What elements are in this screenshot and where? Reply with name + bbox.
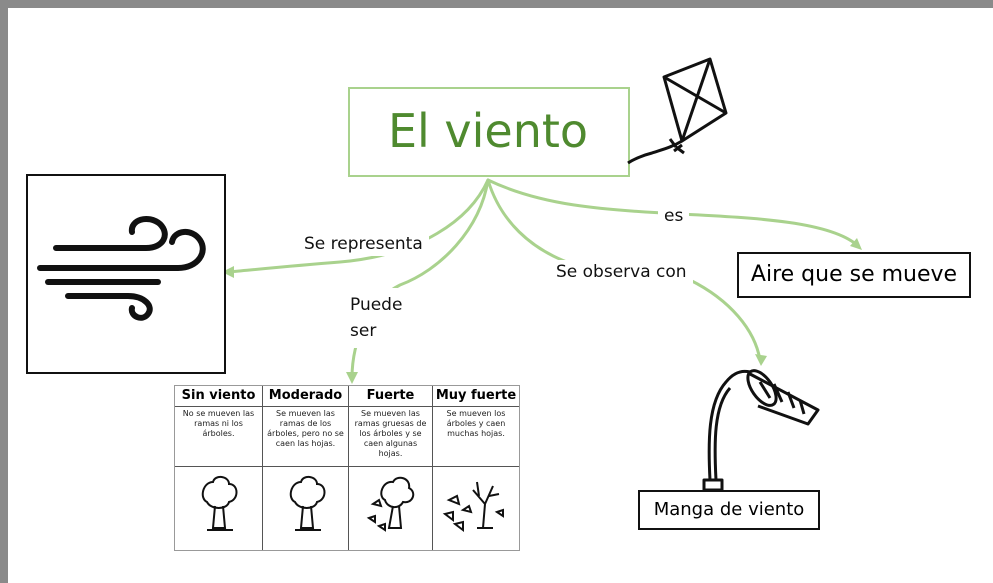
tree-calm-icon bbox=[201, 476, 238, 531]
arrowhead-table bbox=[346, 372, 358, 384]
tree-strong-icon bbox=[366, 476, 415, 532]
table-column: Muy fuerte Se mueven los árboles y caen … bbox=[433, 386, 519, 550]
column-header: Sin viento bbox=[175, 386, 262, 407]
table-column: Fuerte Se mueven las ramas gruesas de lo… bbox=[349, 386, 433, 550]
arrowhead-definicion bbox=[850, 238, 862, 250]
connector-to-observa bbox=[486, 178, 577, 267]
arrowhead-manga bbox=[755, 354, 767, 366]
link-label-puede-ser: Puede ser bbox=[344, 288, 434, 348]
column-header: Fuerte bbox=[349, 386, 432, 407]
connector-observa-to-manga bbox=[688, 278, 762, 362]
connector-to-wind-symbol bbox=[226, 178, 490, 274]
link-label-observa: Se observa con bbox=[550, 260, 693, 284]
definition-text: Aire que se mueve bbox=[750, 262, 958, 287]
windsock-label-box: Manga de viento bbox=[638, 490, 820, 530]
column-desc: No se mueven las ramas ni los árboles. bbox=[182, 409, 255, 438]
page-title: El viento bbox=[387, 104, 589, 158]
table-column: Moderado Se mueven las ramas de los árbo… bbox=[263, 386, 349, 550]
link-label-es: es bbox=[658, 204, 690, 228]
definition-box: Aire que se mueve bbox=[737, 252, 971, 298]
wind-intensity-table: Sin viento No se mueven las ramas ni los… bbox=[174, 385, 520, 551]
column-desc: Se mueven las ramas de los árboles, pero… bbox=[267, 409, 344, 448]
windsock-label: Manga de viento bbox=[653, 499, 805, 520]
tree-very-strong-icon bbox=[442, 481, 504, 532]
arrowhead-wind bbox=[222, 266, 234, 278]
column-desc: Se mueven los árboles y caen muchas hoja… bbox=[446, 409, 506, 438]
column-header: Muy fuerte bbox=[433, 386, 519, 407]
tree-moderate-icon bbox=[289, 476, 326, 531]
link-label-representa: Se representa bbox=[298, 232, 429, 256]
link-label-puede-ser-text: Puede ser bbox=[350, 295, 403, 341]
table-column: Sin viento No se mueven las ramas ni los… bbox=[175, 386, 263, 550]
table-divider bbox=[175, 466, 519, 467]
tree-row bbox=[201, 476, 504, 532]
column-header: Moderado bbox=[263, 386, 348, 407]
kite-icon bbox=[627, 57, 728, 165]
wind-symbol-card bbox=[26, 174, 226, 374]
title-box bbox=[348, 87, 630, 177]
wind-symbol-icon bbox=[37, 215, 206, 321]
windsock-icon bbox=[702, 369, 820, 492]
column-desc: Se mueven las ramas gruesas de los árbol… bbox=[354, 409, 427, 458]
